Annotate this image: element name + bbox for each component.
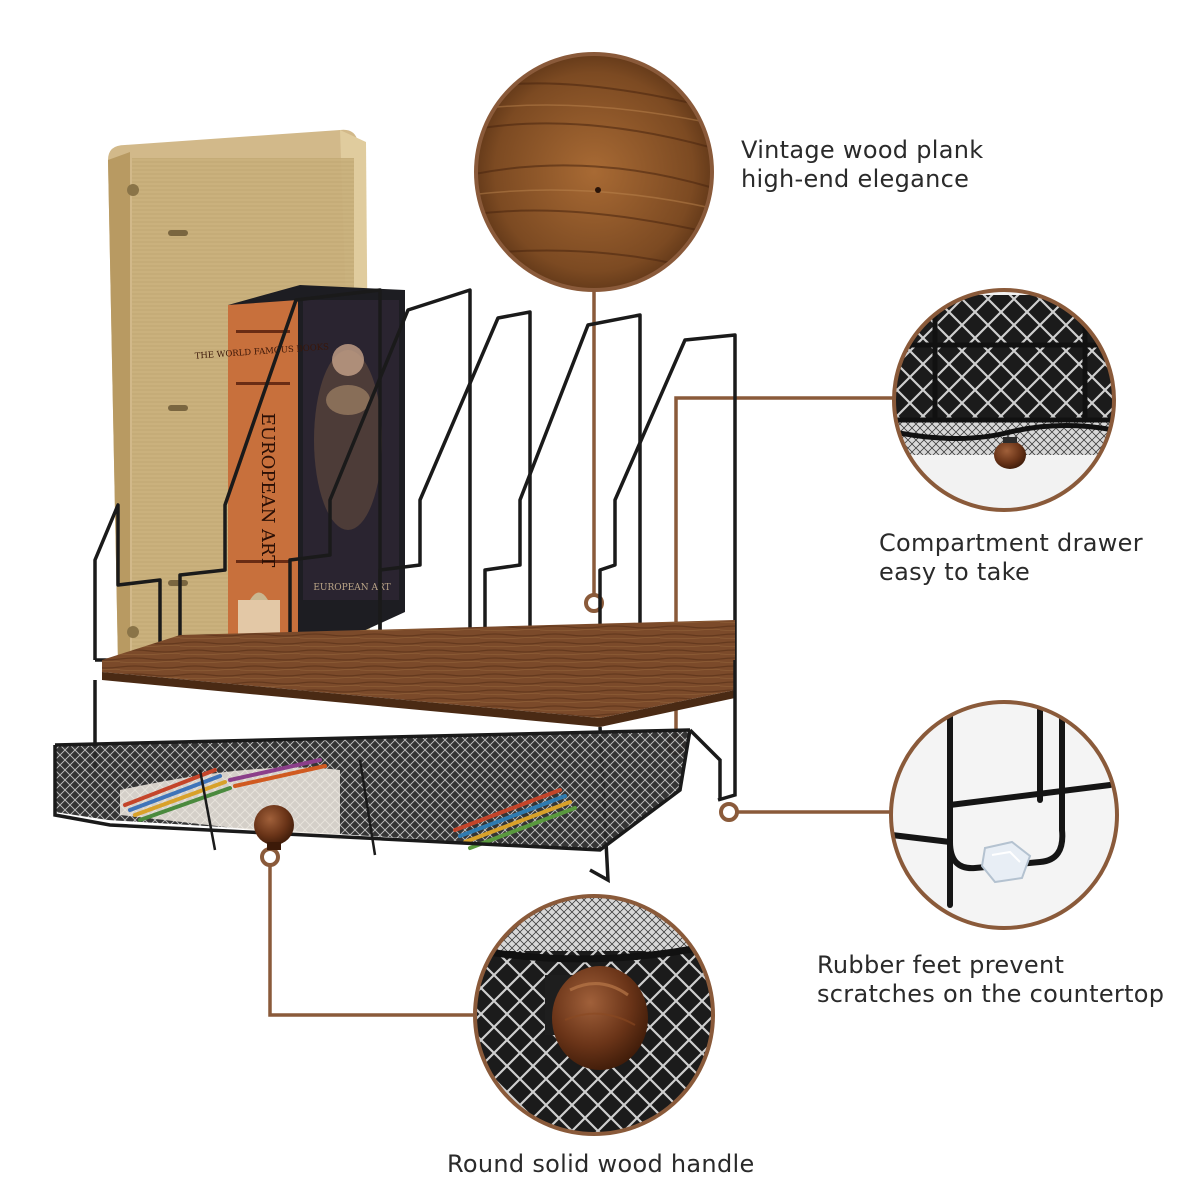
zoom-circle-handle xyxy=(473,894,715,1136)
zoom-circle-drawer xyxy=(892,288,1116,512)
connector-handle-line xyxy=(268,862,475,1017)
book-cover-text: EUROPEAN ART xyxy=(313,583,390,593)
callout-drawer-line2: easy to take xyxy=(879,558,1031,586)
feet-dot xyxy=(719,802,739,822)
wood-dot xyxy=(584,593,604,613)
zoom-circle-feet xyxy=(889,700,1119,930)
handle-dot xyxy=(260,847,280,867)
callout-rubber-feet-line2: scratches on the countertop xyxy=(817,980,1165,1008)
drawer-knob xyxy=(254,805,294,845)
callout-dots xyxy=(260,593,739,867)
callout-wood-plank-line2: high-end elegance xyxy=(741,165,970,193)
callout-drawer: Compartment drawer easy to take xyxy=(879,529,1143,587)
mesh-drawer xyxy=(53,728,692,856)
callout-wood-handle-line1: Round solid wood handle xyxy=(447,1150,755,1178)
callout-wood-plank-line1: Vintage wood plank xyxy=(741,136,984,164)
callout-wood-plank: Vintage wood plank high-end elegance xyxy=(741,136,984,194)
callout-wood-handle: Round solid wood handle xyxy=(447,1150,755,1179)
book-spine-title: EUROPEAN ART xyxy=(257,413,278,568)
callout-drawer-line1: Compartment drawer xyxy=(879,529,1143,557)
callout-rubber-feet-line1: Rubber feet prevent xyxy=(817,951,1065,979)
zoom-circle-wood xyxy=(474,52,714,292)
callout-rubber-feet: Rubber feet prevent scratches on the cou… xyxy=(817,951,1164,1009)
wood-board xyxy=(102,620,735,727)
